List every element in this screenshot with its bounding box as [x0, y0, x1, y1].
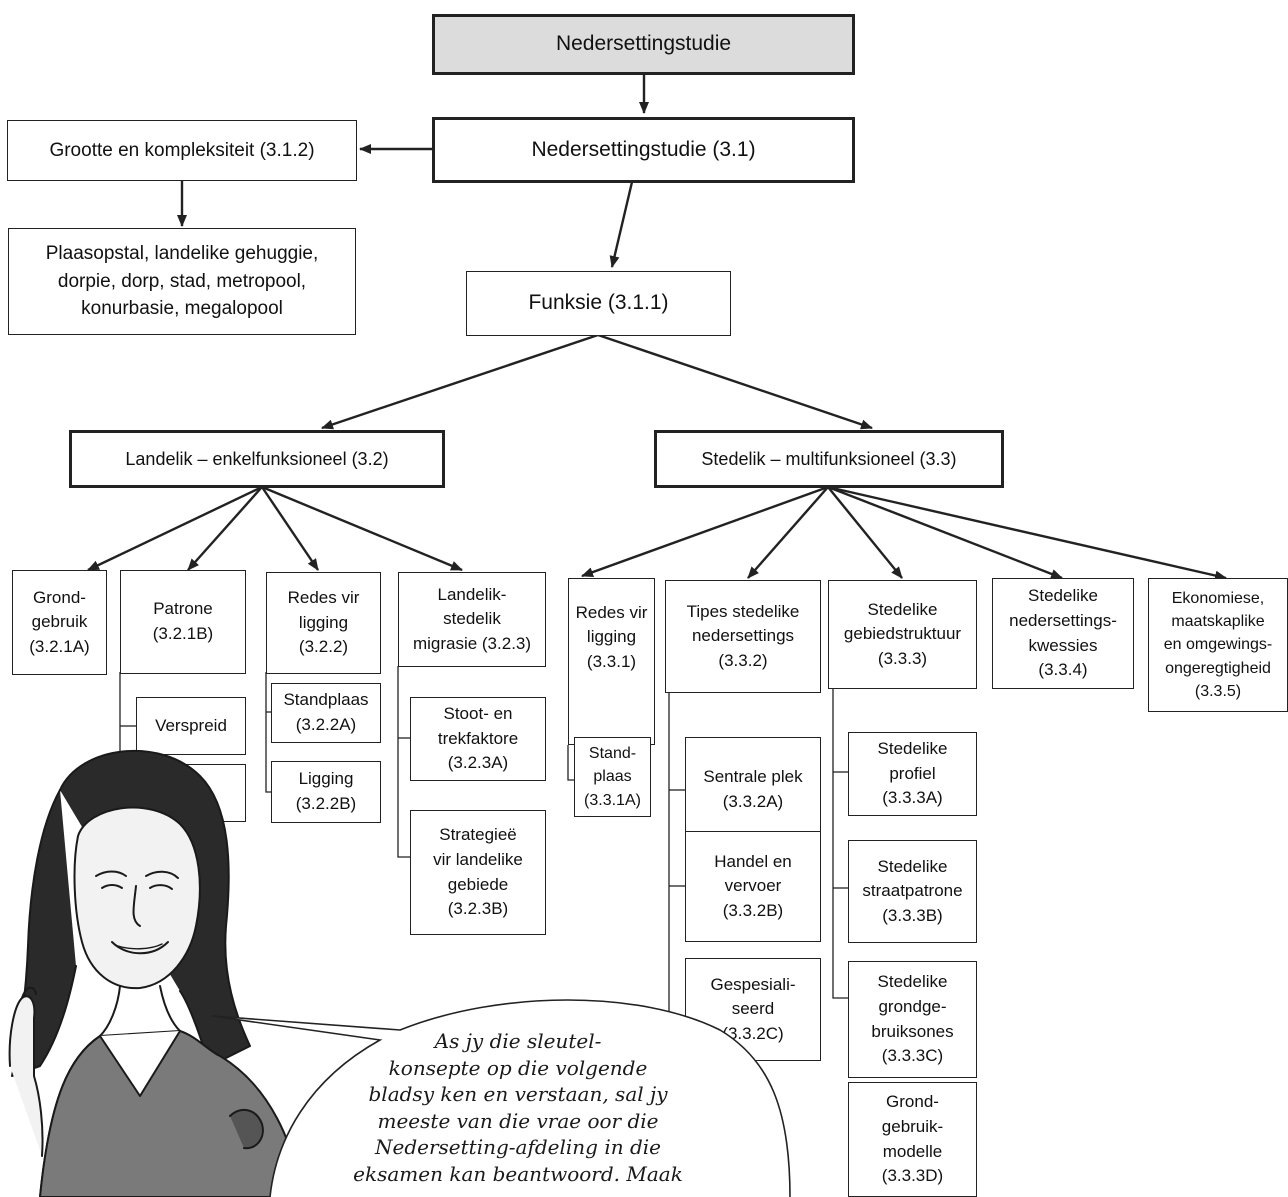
arrow-3-1-to-3-1-1 — [609, 181, 634, 268]
node-3-1-1: Funksie (3.1.1) — [466, 271, 731, 336]
node-3-3-2b: Handel en vervoer (3.3.2B) — [685, 831, 821, 942]
girl-illustration — [8, 749, 301, 1197]
node-verspreid: Verspreid — [136, 697, 246, 755]
arrow-3-1-1-to-3-3 — [597, 333, 873, 430]
node-3-3: Stedelik – multifunksioneel (3.3) — [654, 430, 1004, 488]
node-3-3-1: Redes vir ligging (3.3.1) — [568, 578, 655, 745]
node-3-2-1b: Patrone (3.2.1B) — [120, 570, 246, 674]
arrow-3-1-1-to-3-2 — [321, 333, 599, 430]
arrow-3-2-to-3-2-2 — [261, 486, 319, 571]
node-3-1: Nedersettingstudie (3.1) — [432, 117, 855, 183]
bracket-3-2-3 — [397, 666, 410, 858]
arrow-3-2-to-3-2-3 — [261, 485, 463, 572]
node-3-3-3a: Stedelike profiel (3.3.3A) — [848, 732, 977, 816]
node-3-3-5: Ekonomiese, maatskaplike en omgewings- o… — [1148, 578, 1288, 712]
node-3-2-3b: Strategieë vir landelike gebiede (3.2.3B… — [410, 810, 546, 935]
node-3-3-3c: Stedelike grondge- bruiksones (3.3.3C) — [848, 961, 977, 1078]
bracket-3-3-3 — [832, 689, 848, 999]
node-3-1-2: Grootte en kompleksiteit (3.1.2) — [7, 120, 357, 181]
bracket-3-3-2 — [668, 693, 685, 1017]
node-3-3-2a: Sentrale plek (3.3.2A) — [685, 737, 821, 843]
arrow-3-3-to-3-3-2 — [747, 486, 829, 579]
node-3-2-2b: Ligging (3.2.2B) — [271, 761, 381, 823]
bracket-3-3-1 — [567, 745, 574, 781]
arrow-3-3-to-3-3-3 — [827, 486, 903, 579]
node-3-2-2a: Standplaas (3.2.2A) — [271, 683, 381, 743]
node-3-2-1a: Grond- gebruik (3.2.1A) — [12, 570, 107, 675]
root-node: Nedersettingstudie — [432, 14, 855, 75]
node-3-3-3: Stedelike gebiedstruktuur (3.3.3) — [828, 580, 977, 689]
arrow-3-2-to-3-2-1b — [187, 486, 263, 571]
node-3-3-3b: Stedelike straatpatrone (3.3.3B) — [848, 840, 977, 943]
node-3-1-2-list: Plaasopstal, landelike gehuggie, dorpie,… — [8, 228, 356, 335]
node-3-2-3a: Stoot- en trekfaktore (3.2.3A) — [410, 697, 546, 781]
node-3-3-2: Tipes stedelike nedersettings (3.3.2) — [665, 580, 821, 693]
arrow-3-3-to-3-3-1 — [581, 485, 829, 578]
arrow-3-2-to-3-2-1a — [87, 485, 263, 572]
arrow-3-3-to-3-3-5 — [827, 485, 1227, 581]
arrow-3-3-to-3-3-4 — [827, 485, 1063, 580]
node-3-3-3d: Grond- gebruik- modelle (3.3.3D) — [848, 1082, 977, 1197]
node-3-2: Landelik – enkelfunksioneel (3.2) — [69, 430, 445, 488]
node-3-3-4: Stedelike nedersettings- kwessies (3.3.4… — [992, 578, 1134, 689]
node-3-2-3: Landelik- stedelik migrasie (3.2.3) — [398, 572, 546, 667]
node-3-3-1a: Stand- plaas (3.3.1A) — [574, 737, 651, 817]
node-3-2-2: Redes vir ligging (3.2.2) — [266, 572, 381, 674]
speech-bubble-text: As jy die sleutel- konsepte op die volge… — [353, 1029, 683, 1186]
